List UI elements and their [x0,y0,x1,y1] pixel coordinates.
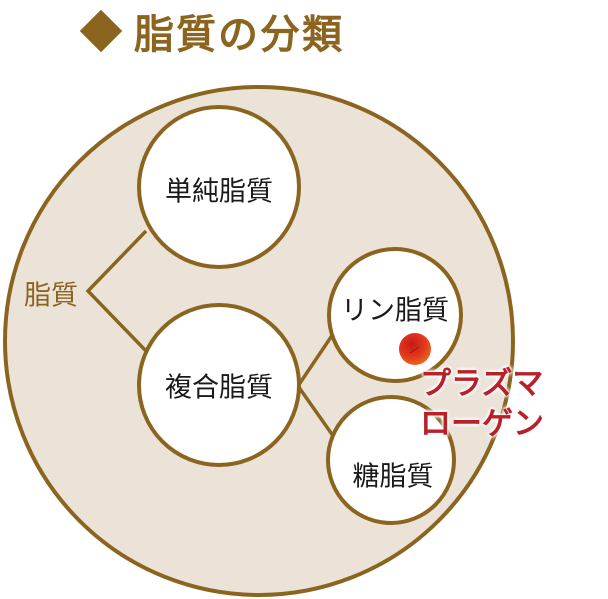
node-label-complex: 複合脂質 [165,372,273,404]
title-text: 脂質の分類 [134,12,344,58]
callout-line-1: プラズマ [420,366,544,402]
node-circle-glyco [326,395,456,525]
root-label-lipid: 脂質 [24,280,78,312]
root-connector [85,229,149,354]
red-dot-marker [399,333,431,365]
node-label-phospho: リン脂質 [341,295,449,327]
node-circle-complex [137,303,301,467]
plasmalogen-callout: プラズマ ローゲン [420,364,544,444]
marker-highlight [409,346,420,354]
node-label-glyco: 糖脂質 [352,461,434,493]
node-circle-simple [137,105,301,269]
page-title: 脂質の分類 [79,6,344,58]
node-label-simple: 単純脂質 [165,176,273,208]
callout-line-2: ローゲン [420,406,544,442]
